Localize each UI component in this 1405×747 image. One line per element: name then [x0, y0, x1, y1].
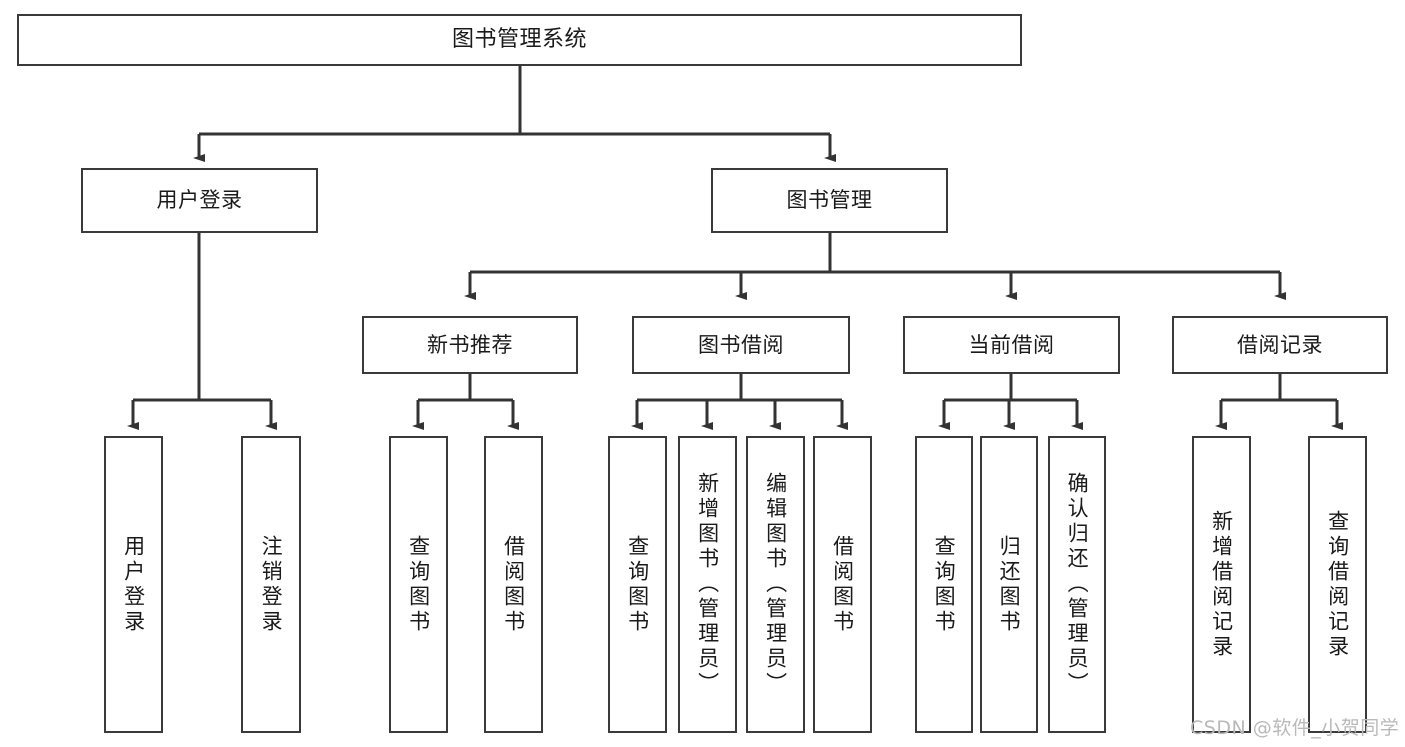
- leaf-user-login-logout[interactable]: 注销登录: [241, 436, 301, 733]
- node-book-management[interactable]: 图书管理: [711, 168, 948, 233]
- leaf-book-borrow-query[interactable]: 查询图书: [608, 436, 667, 733]
- leaf-new-book-query[interactable]: 查询图书: [389, 436, 448, 733]
- leaf-current-borrow-confirm[interactable]: 确认归还（管理员）: [1048, 436, 1106, 733]
- leaf-label: 归还图书: [997, 534, 1022, 635]
- leaf-label: 借阅图书: [830, 534, 855, 635]
- leaf-current-borrow-return[interactable]: 归还图书: [980, 436, 1038, 733]
- leaf-label: 新增图书（管理员）: [695, 472, 720, 697]
- leaf-new-book-borrow[interactable]: 借阅图书: [484, 436, 543, 733]
- leaf-book-borrow-borrow[interactable]: 借阅图书: [813, 436, 872, 733]
- node-borrow-record[interactable]: 借阅记录: [1172, 316, 1388, 374]
- leaf-book-borrow-edit[interactable]: 编辑图书（管理员）: [746, 436, 805, 733]
- leaf-label: 用户登录: [121, 534, 146, 635]
- node-new-book-recommend[interactable]: 新书推荐: [362, 316, 578, 374]
- leaf-label: 借阅图书: [501, 534, 526, 635]
- leaf-label: 确认归还（管理员）: [1065, 472, 1090, 697]
- watermark-text: CSDN @软件_小贺同学: [1190, 717, 1400, 739]
- leaf-label: 编辑图书（管理员）: [763, 472, 788, 697]
- node-root-system[interactable]: 图书管理系统: [17, 14, 1022, 66]
- leaf-label: 查询借阅记录: [1325, 509, 1350, 660]
- node-book-borrow[interactable]: 图书借阅: [632, 316, 850, 374]
- leaf-borrow-record-query[interactable]: 查询借阅记录: [1308, 436, 1367, 733]
- leaf-borrow-record-add[interactable]: 新增借阅记录: [1192, 436, 1251, 733]
- node-current-borrow[interactable]: 当前借阅: [903, 316, 1120, 374]
- leaf-label: 注销登录: [259, 534, 284, 635]
- node-user-login[interactable]: 用户登录: [81, 168, 318, 233]
- leaf-user-login-login[interactable]: 用户登录: [104, 436, 163, 733]
- leaf-label: 新增借阅记录: [1209, 509, 1234, 660]
- leaf-label: 查询图书: [625, 534, 650, 635]
- leaf-label: 查询图书: [406, 534, 431, 635]
- leaf-book-borrow-add[interactable]: 新增图书（管理员）: [678, 436, 737, 733]
- leaf-current-borrow-query[interactable]: 查询图书: [915, 436, 973, 733]
- leaf-label: 查询图书: [932, 534, 957, 635]
